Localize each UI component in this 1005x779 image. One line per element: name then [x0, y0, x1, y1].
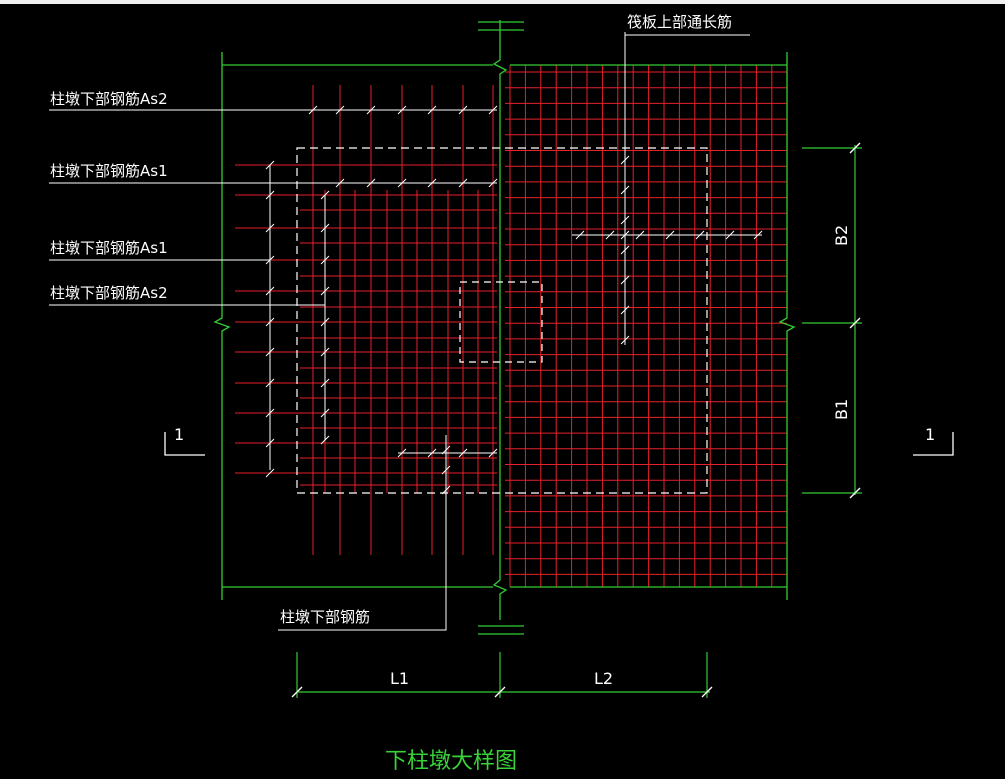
drawing-title: 下柱墩大样图: [385, 749, 517, 774]
dim-label-l2: L2: [594, 669, 613, 688]
outline-left-break: [213, 52, 231, 600]
dim-tick-l1-left: [291, 686, 303, 698]
section-marks: [164, 432, 954, 456]
dimension-lines: [296, 145, 862, 698]
dim-tick-center: [849, 317, 861, 329]
leader-bottom-rebar: [278, 435, 447, 631]
raft-rebar-grid: [505, 65, 787, 587]
leader-lines: [49, 32, 762, 631]
section-number-left: 1: [174, 425, 184, 444]
section-mark-right: [913, 432, 954, 456]
slab-outline: [213, 20, 796, 635]
dimension-ticks: [291, 142, 861, 698]
dim-tick-b2-top: [849, 142, 861, 154]
dim-label-l1: L1: [390, 669, 409, 688]
dim-label-b1: B1: [832, 399, 851, 420]
dim-tick-mid: [494, 686, 506, 698]
center-break-line: [492, 20, 508, 620]
column-outline-dashed: [459, 281, 543, 363]
label-pier-as1-top: 柱墩下部钢筋As1: [50, 162, 168, 180]
leader-as2-mid: [49, 195, 326, 440]
label-raft-top-rebar: 筏板上部通长筋: [627, 13, 732, 31]
label-pier-as1-mid: 柱墩下部钢筋As1: [50, 239, 168, 257]
pier-outline-dashed: [296, 147, 708, 494]
label-pier-as2-mid: 柱墩下部钢筋As2: [50, 284, 168, 302]
dim-tick-b1-bottom: [849, 487, 861, 499]
window-top-strip: [0, 0, 1005, 4]
label-pier-as2-top: 柱墩下部钢筋As2: [50, 90, 168, 108]
dim-tick-l2-right: [701, 686, 713, 698]
pier-rebar-grid: [235, 85, 497, 555]
section-mark-left: [164, 432, 205, 456]
section-number-right: 1: [925, 425, 935, 444]
outline-right-break: [778, 52, 796, 600]
dim-label-b2: B2: [832, 225, 851, 246]
label-pier-bottom-rebar: 柱墩下部钢筋: [280, 608, 370, 626]
rebar-tick: [265, 468, 275, 478]
